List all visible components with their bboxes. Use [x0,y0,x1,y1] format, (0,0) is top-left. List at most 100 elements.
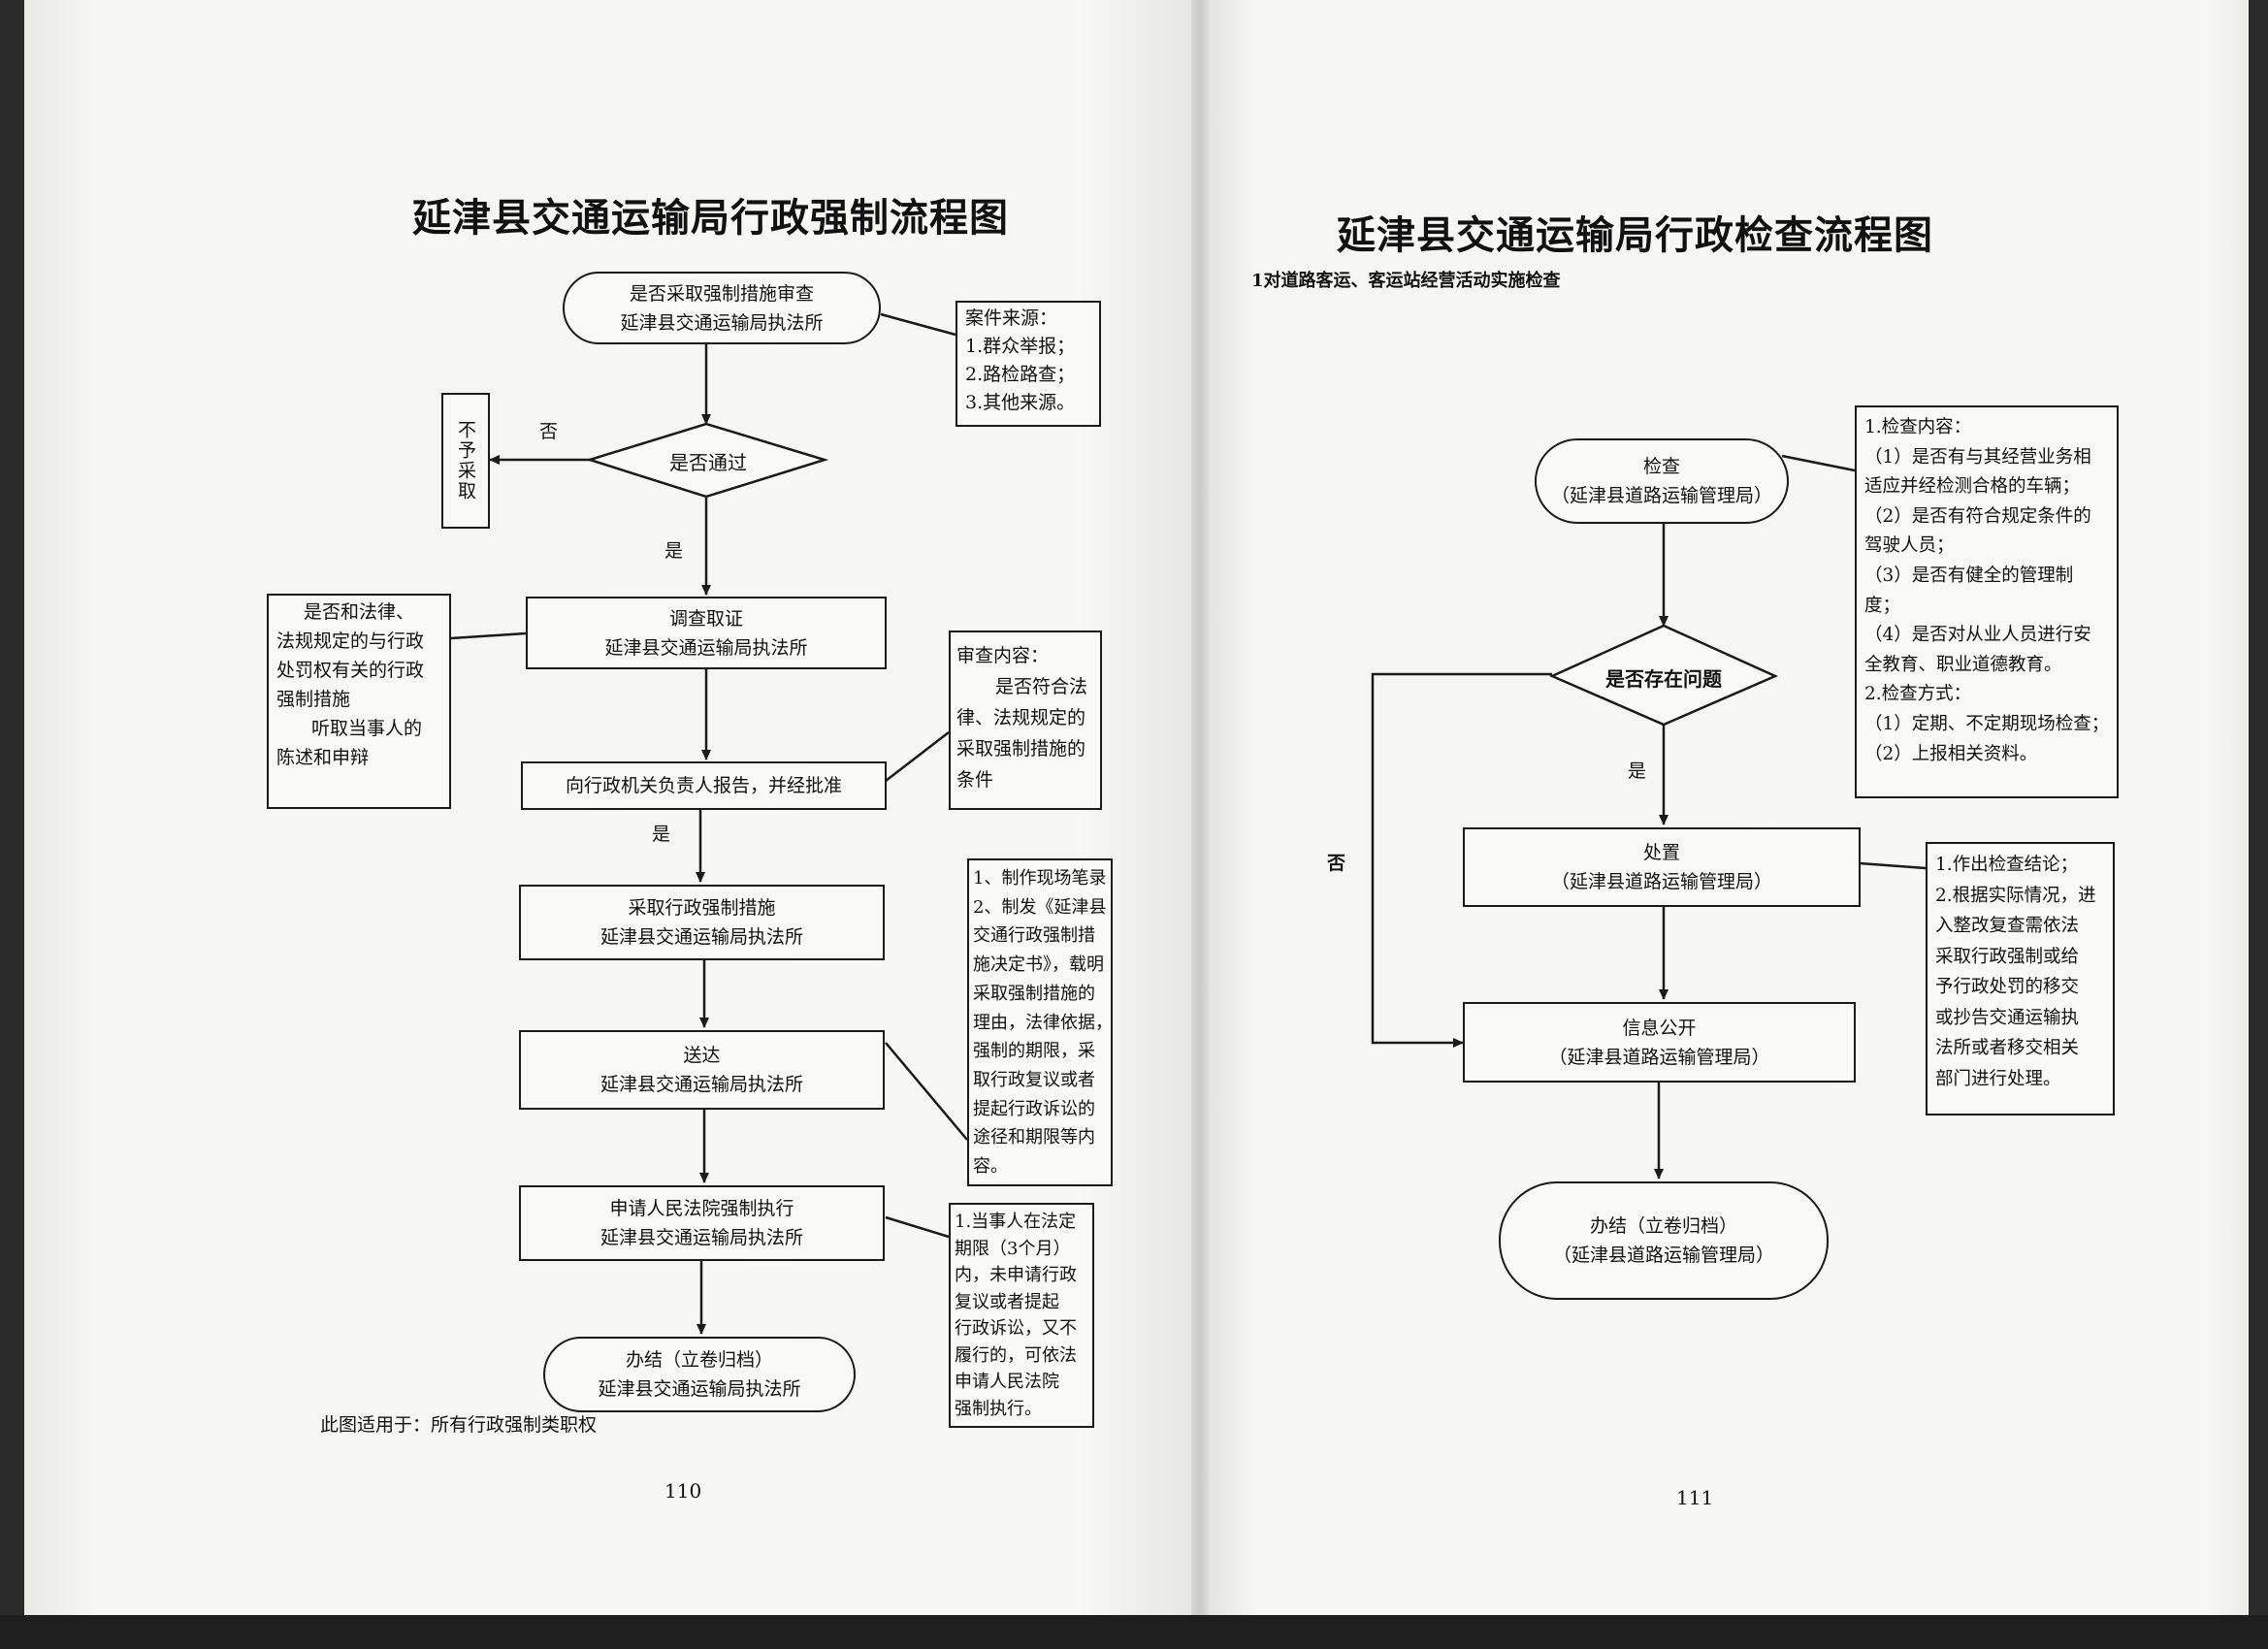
note-court-line: 复议或者提起 [955,1291,1059,1312]
book-spine [1191,0,1209,1615]
note-decision-line: 取行政复议或者 [973,1069,1095,1090]
publish-node-line1: 信息公开 [1622,1017,1697,1039]
note-decision-document: 1、制作现场笔录 2、制发《延津县 交通行政强制措 施决定书》，载明 采取强制措… [967,858,1113,1186]
right-subtitle: 1对道路客运、客运站经营活动实施检查 [1251,271,1561,291]
note-court-line: 强制执行。 [955,1398,1042,1419]
deliver-node-line1: 送达 [683,1045,721,1066]
handle-node-line2: （延津县道路运输管理局） [1550,871,1772,892]
no-label-left: 否 [539,421,559,442]
note-legal-line: 陈述和申辩 [276,747,370,768]
handle-node: 处置 （延津县道路运输管理局） [1463,827,1861,907]
page-number-right: 111 [1676,1486,1714,1509]
end-node-left: 办结（立卷归档） 延津县交通运输局执法所 [543,1337,856,1412]
apply-court-node: 申请人民法院强制执行 延津县交通运输局执法所 [519,1185,885,1261]
note-handling-line: 2.根据实际情况，进 [1935,885,2096,906]
left-footer-note: 此图适用于：所有行政强制类职权 [320,1414,598,1436]
publish-node: 信息公开 （延津县道路运输管理局） [1463,1002,1856,1083]
note-decision-line: 交通行政强制措 [973,925,1095,947]
note-handling-line: 部门进行处理。 [1935,1068,2061,1089]
end-node-right-line2: （延津县道路运输管理局） [1552,1245,1774,1266]
apply-court-node-line2: 延津县交通运输局执法所 [599,1227,803,1248]
investigate-node-line2: 延津县交通运输局执法所 [604,636,808,659]
note-content-line: （2）是否有符合规定条件的 [1864,505,2091,527]
investigate-node: 调查取证 延津县交通运输局执法所 [526,597,887,669]
note-content-line: （2）上报相关资料。 [1864,743,2038,764]
end-node-left-line1: 办结（立卷归档） [625,1349,773,1371]
enforce-node: 采取行政强制措施 延津县交通运输局执法所 [519,885,885,960]
end-node-right-line1: 办结（立卷归档） [1589,1215,1737,1237]
apply-court-node-line1: 申请人民法院强制执行 [609,1198,794,1219]
note-decision-line: 强制的期限，采 [973,1041,1095,1062]
enforce-node-line2: 延津县交通运输局执法所 [599,926,803,948]
report-node-line1: 向行政机关负责人报告，并经批准 [565,775,842,796]
note-handling-line: 予行政处罚的移交 [1935,977,2080,997]
note-content-line: 度； [1864,595,1901,616]
page-number-left: 110 [664,1479,702,1503]
note-court-line: 内，未申请行政 [955,1265,1077,1285]
note-handling-line: 采取行政强制或给 [1935,946,2080,967]
reject-box: 不予采取 [441,393,490,529]
note-court-enforcement: 1.当事人在法定 期限（3个月） 内，未申请行政 复议或者提起 行政诉讼，又不 … [949,1203,1094,1428]
note-decision-line: 理由，法律依据， [973,1012,1113,1033]
no-label-right: 否 [1327,853,1346,874]
start-node: 是否采取强制措施审查 延津县交通运输局执法所 [563,272,881,344]
note-decision-line: 容。 [973,1156,1008,1178]
note-court-line: 期限（3个月） [955,1238,1071,1259]
note-handling-line: 入整改复查需依法 [1935,916,2080,936]
note-inspection-content: 1.检查内容： （1）是否有与其经营业务相 适应并经检测合格的车辆； （2）是否… [1855,405,2119,798]
note-court-line: 行政诉讼，又不 [955,1318,1077,1339]
note-legal-line: 法规规定的与行政 [276,630,425,652]
note-court-line: 履行的，可依法 [955,1344,1077,1366]
deliver-node: 送达 延津县交通运输局执法所 [519,1030,885,1110]
note-case-source-line: 案件来源： [965,307,1058,329]
note-case-source-line: 1.群众举报； [965,336,1076,357]
end-node-right: 办结（立卷归档） （延津县道路运输管理局） [1499,1181,1829,1300]
note-content-line: 适应并经检测合格的车辆； [1864,476,2081,498]
pointer-court [885,1215,950,1239]
inspect-node: 检查 （延津县道路运输管理局） [1535,438,1789,524]
note-legal-line: 听取当事人的 [311,718,423,739]
note-decision-line: 途径和期限等内 [973,1127,1095,1148]
right-page [1203,0,2249,1615]
note-handling-line: 1.作出检查结论； [1935,855,2079,875]
start-node-line2: 延津县交通运输局执法所 [620,311,824,334]
note-court-line: 1.当事人在法定 [955,1212,1077,1232]
note-review-line: 审查内容： [956,645,1050,666]
yes-label-left-1: 是 [664,540,684,562]
inspect-node-line1: 检查 [1642,456,1680,477]
investigate-node-line1: 调查取证 [668,607,743,630]
note-court-line: 申请人民法院 [955,1372,1059,1392]
note-case-source-line: 3.其他来源。 [965,392,1076,413]
note-handling-line: 或抄告交通运输执 [1935,1007,2080,1028]
pointer-handling [1859,861,1927,870]
note-decision-line: 提起行政诉讼的 [973,1098,1095,1119]
note-case-source: 案件来源： 1.群众举报； 2.路检路查； 3.其他来源。 [956,301,1101,427]
note-handling-line: 法所或者移交相关 [1935,1038,2080,1058]
note-legal-measures: 是否和法律、 法规规定的与行政 处罚权有关的行政 强制措施 听取当事人的 陈述和… [267,594,451,809]
deliver-node-line2: 延津县交通运输局执法所 [599,1074,803,1095]
start-node-line1: 是否采取强制措施审查 [629,282,814,305]
note-content-line: （4）是否对从业人员进行安 [1864,625,2091,646]
note-legal-line: 强制措施 [276,689,351,710]
note-decision-line: 2、制发《延津县 [973,896,1107,918]
note-content-line: （1）定期、不定期现场检查； [1864,713,2110,734]
note-content-line: 1.检查内容： [1864,417,1972,437]
note-legal-line: 处罚权有关的行政 [276,660,425,681]
note-content-line: 2.检查方式： [1864,684,1972,705]
note-legal-line: 是否和法律、 [303,601,414,623]
yes-label-right: 是 [1628,760,1647,782]
publish-node-line2: （延津县道路运输管理局） [1548,1046,1770,1068]
right-title: 延津县交通运输局行政检查流程图 [1337,212,1933,258]
note-review-line: 是否符合法 [995,676,1088,697]
decision-label-left: 是否通过 [669,450,747,474]
left-title: 延津县交通运输局行政强制流程图 [412,195,1009,241]
note-content-line: （3）是否有健全的管理制 [1864,565,2074,586]
pointer-decision-doc [885,1042,968,1141]
decision-label-right: 是否存在问题 [1605,666,1722,691]
yes-label-left-2: 是 [652,824,671,845]
note-decision-line: 1、制作现场笔录 [973,868,1107,889]
report-node: 向行政机关负责人报告，并经批准 [521,761,887,810]
note-content-line: （1）是否有与其经营业务相 [1864,446,2091,468]
decision-diamond-left [585,422,829,499]
